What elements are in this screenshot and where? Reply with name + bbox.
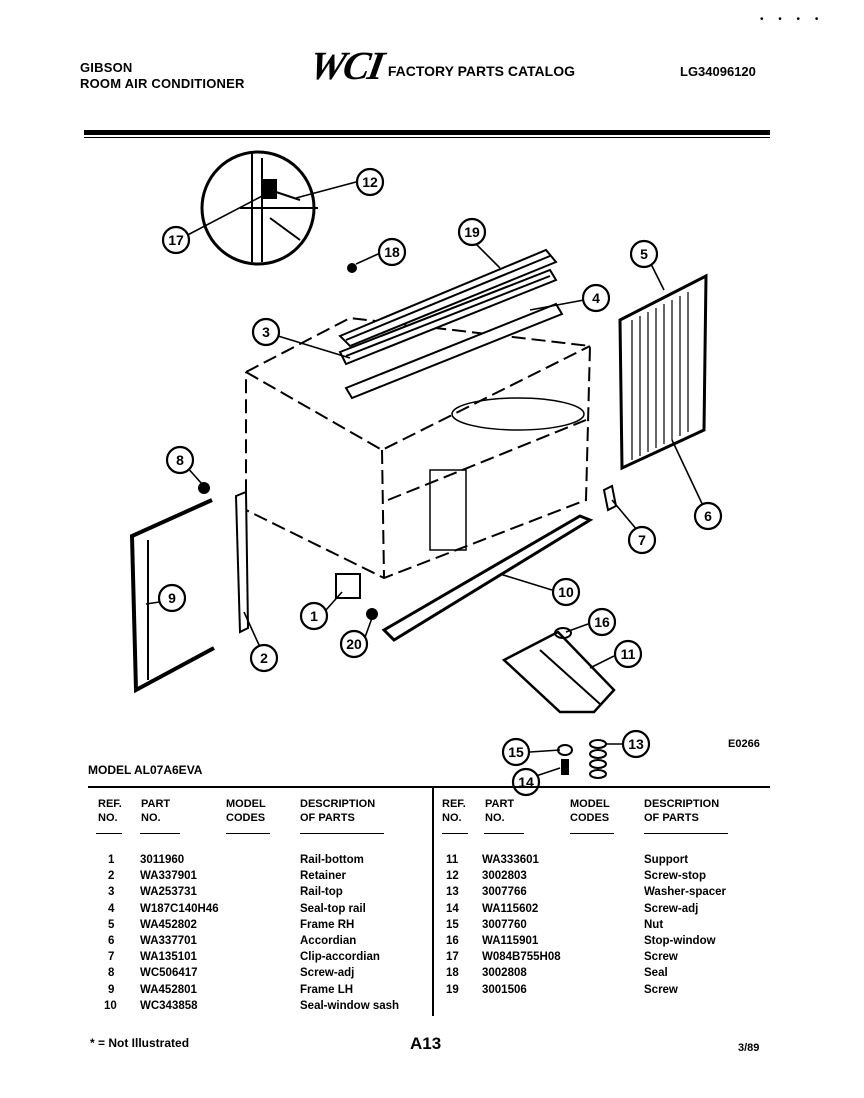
callout-2: 2 bbox=[249, 643, 279, 673]
callout-4: 4 bbox=[581, 283, 611, 313]
corner-marks: • • • • bbox=[760, 14, 825, 25]
header-rule-thin bbox=[84, 137, 770, 138]
callout-6: 6 bbox=[693, 501, 723, 531]
page-number: A13 bbox=[410, 1034, 442, 1053]
callout-18: 18 bbox=[377, 237, 407, 267]
svg-text:19: 19 bbox=[464, 224, 480, 240]
header-ref-right: REF.NO. bbox=[442, 798, 466, 824]
svg-text:12: 12 bbox=[362, 174, 378, 190]
model-header-underline-right bbox=[570, 833, 614, 834]
footer-not-illustrated-note: * = Not Illustrated bbox=[90, 1036, 190, 1050]
desc-header-underline-right bbox=[644, 833, 728, 834]
svg-text:2: 2 bbox=[260, 650, 268, 666]
svg-text:16: 16 bbox=[594, 614, 610, 630]
catalog-date: 3/89 bbox=[738, 1042, 760, 1054]
diagram-code: E0266 bbox=[728, 738, 760, 750]
model-header-underline bbox=[226, 833, 270, 834]
brand-name: GIBSON bbox=[80, 60, 133, 75]
product-name: ROOM AIR CONDITIONER bbox=[80, 76, 245, 91]
svg-text:10: 10 bbox=[558, 584, 574, 600]
table-top-rule bbox=[88, 786, 770, 788]
desc-header-underline bbox=[300, 833, 384, 834]
table-column-divider bbox=[432, 788, 434, 1016]
svg-text:6: 6 bbox=[704, 508, 712, 524]
catalog-code: LG34096120 bbox=[680, 64, 756, 79]
svg-text:4: 4 bbox=[592, 290, 600, 306]
callout-12: 12 bbox=[355, 167, 385, 197]
svg-text:15: 15 bbox=[508, 744, 524, 760]
callout-11: 11 bbox=[613, 639, 643, 669]
ref-header-underline-right bbox=[442, 833, 468, 834]
callout-14: 14 bbox=[511, 767, 541, 797]
callout-1: 1 bbox=[299, 601, 329, 631]
svg-text:3: 3 bbox=[262, 324, 270, 340]
svg-text:1: 1 bbox=[310, 608, 318, 624]
svg-text:8: 8 bbox=[176, 452, 184, 468]
callout-20: 20 bbox=[339, 629, 369, 659]
callout-5: 5 bbox=[629, 239, 659, 269]
callout-16: 16 bbox=[587, 607, 617, 637]
catalog-title: FACTORY PARTS CATALOG bbox=[387, 63, 576, 79]
svg-text:7: 7 bbox=[638, 532, 646, 548]
part-header-underline-right bbox=[484, 833, 524, 834]
svg-text:11: 11 bbox=[621, 646, 636, 662]
svg-text:18: 18 bbox=[384, 244, 400, 260]
callout-17: 17 bbox=[161, 225, 191, 255]
header-brand-block: GIBSON ROOM AIR CONDITIONER bbox=[80, 60, 245, 92]
callout-13: 13 bbox=[621, 729, 651, 759]
catalog-title-block: WCI FACTORY PARTS CATALOG bbox=[306, 43, 576, 88]
exploded-parts-diagram: 1 2 3 4 5 6 7 8 9 10 11 12 13 14 15 16 1… bbox=[129, 150, 723, 797]
callout-7: 7 bbox=[627, 525, 657, 555]
header-rule bbox=[84, 130, 770, 135]
model-number: MODEL AL07A6EVA bbox=[88, 763, 203, 777]
callout-8: 8 bbox=[165, 445, 195, 475]
part-header-underline bbox=[140, 833, 180, 834]
callout-3: 3 bbox=[251, 317, 281, 347]
callout-10: 10 bbox=[551, 577, 581, 607]
svg-text:5: 5 bbox=[640, 246, 648, 262]
callout-9: 9 bbox=[157, 583, 187, 613]
header-ref: REF.NO. bbox=[98, 798, 122, 824]
svg-text:17: 17 bbox=[168, 232, 184, 248]
svg-text:13: 13 bbox=[628, 736, 644, 752]
ref-header-underline bbox=[96, 833, 122, 834]
svg-text:9: 9 bbox=[168, 590, 176, 606]
svg-text:20: 20 bbox=[346, 636, 362, 652]
callout-19: 19 bbox=[457, 217, 487, 247]
callout-15: 15 bbox=[501, 737, 531, 767]
wci-logo: WCI bbox=[306, 43, 386, 88]
